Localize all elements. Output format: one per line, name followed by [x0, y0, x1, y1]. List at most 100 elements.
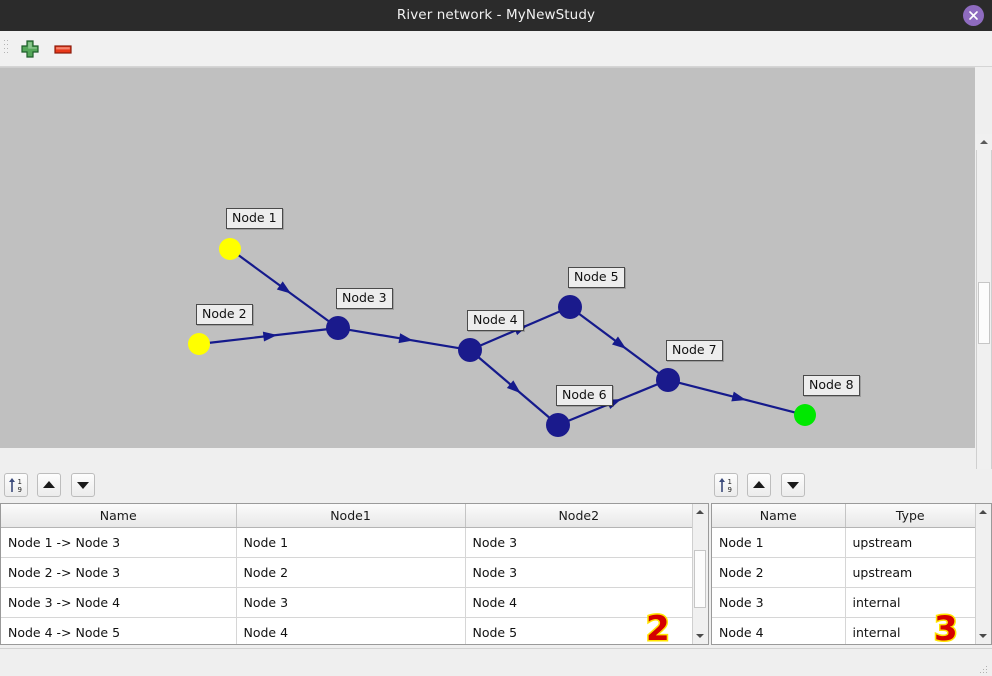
nodes-cell[interactable]: Node 2 [712, 557, 846, 588]
add-node-icon[interactable] [19, 39, 41, 59]
graph-node[interactable] [458, 338, 482, 362]
nodes-scroll-up-icon[interactable] [975, 504, 991, 520]
tables-area: 1 9 1 9 [0, 471, 992, 676]
graph-edge-arrow-icon [612, 336, 627, 349]
reaches-cell[interactable]: Node 2 -> Node 3 [1, 557, 237, 588]
nodes-vertical-scrollbar[interactable] [975, 504, 991, 644]
reaches-column-header[interactable]: Node1 [236, 504, 466, 528]
main-toolbar [0, 31, 992, 67]
nodes-column-header[interactable]: Type [845, 504, 975, 528]
nodes-cell[interactable]: upstream [845, 557, 975, 588]
graph-node-label[interactable]: Node 6 [556, 385, 613, 406]
nodes-cell[interactable]: Node 4 [712, 617, 846, 644]
reaches-cell[interactable]: Node 4 [465, 587, 692, 618]
svg-text:1: 1 [18, 478, 22, 486]
graph-node-label[interactable]: Node 8 [803, 375, 860, 396]
graph-edge-arrow-icon [398, 333, 414, 344]
up-arrow-glyph [43, 481, 55, 488]
graph-scroll-up-icon[interactable] [976, 134, 992, 150]
graph-edge-arrow-icon [506, 380, 521, 394]
nodes-cell[interactable]: upstream [845, 527, 975, 558]
graph-node[interactable] [219, 238, 241, 260]
graph-node-label[interactable]: Node 5 [568, 267, 625, 288]
down-arrow-glyph [77, 482, 89, 489]
sort-ascending-icon[interactable]: 1 9 [4, 473, 28, 497]
reaches-column-header[interactable]: Node2 [465, 504, 692, 528]
move-up-icon[interactable] [747, 473, 771, 497]
graph-node[interactable] [546, 413, 570, 437]
reaches-scroll-down-icon[interactable] [692, 628, 708, 644]
green-plus-glyph [21, 40, 39, 58]
reaches-cell[interactable]: Node 2 [236, 557, 466, 588]
nodes-cell[interactable]: Node 1 [712, 527, 846, 558]
status-strip [0, 648, 992, 676]
window-title: River network - MyNewStudy [396, 7, 596, 23]
graph-node[interactable] [188, 333, 210, 355]
graph-vertical-scroll-thumb[interactable] [978, 282, 990, 344]
network-graph-svg [188, 238, 816, 437]
nodes-column-header[interactable]: Name [712, 504, 846, 528]
reaches-column-header[interactable]: Name [1, 504, 237, 528]
graph-node-label[interactable]: Node 4 [467, 310, 524, 331]
red-bar-glyph [54, 45, 72, 54]
sort-glyph: 1 9 [719, 478, 732, 494]
graph-node-label[interactable]: Node 2 [196, 304, 253, 325]
move-down-icon[interactable] [71, 473, 95, 497]
down-arrow-glyph [787, 482, 799, 489]
graph-node[interactable] [794, 404, 816, 426]
svg-text:1: 1 [728, 478, 732, 486]
move-up-icon[interactable] [37, 473, 61, 497]
nodes-cell[interactable]: internal [845, 587, 975, 618]
svg-text:9: 9 [18, 486, 22, 494]
sort-ascending-icon[interactable]: 1 9 [714, 473, 738, 497]
graph-node-label[interactable]: Node 7 [666, 340, 723, 361]
nodes-scroll-down-icon[interactable] [975, 628, 991, 644]
graph-node-label[interactable]: Node 1 [226, 208, 283, 229]
nodes-cell[interactable]: Node 3 [712, 587, 846, 618]
network-graph-canvas[interactable]: Node 1 Node 2 Node 3 Node 4 Node 5 Node 6 Node… [0, 67, 975, 448]
close-glyph [969, 11, 978, 20]
graph-node[interactable] [326, 316, 350, 340]
graph-node[interactable] [558, 295, 582, 319]
reaches-cell[interactable]: Node 4 -> Node 5 [1, 617, 237, 644]
resize-grip[interactable] [980, 666, 988, 674]
toolbar-drag-handle[interactable] [4, 40, 8, 57]
close-icon[interactable] [963, 5, 984, 26]
reaches-scroll-up-icon[interactable] [692, 504, 708, 520]
graph-edge-arrow-icon [276, 281, 292, 294]
move-down-icon[interactable] [781, 473, 805, 497]
delete-node-icon[interactable] [52, 39, 74, 59]
graph-node-label[interactable]: Node 3 [336, 288, 393, 309]
title-bar: River network - MyNewStudy [0, 0, 992, 32]
nodes-cell[interactable]: internal [845, 617, 975, 644]
reaches-cell[interactable]: Node 5 [465, 617, 692, 644]
reaches-scroll-thumb[interactable] [694, 550, 706, 608]
reaches-cell[interactable]: Node 3 -> Node 4 [1, 587, 237, 618]
reaches-cell[interactable]: Node 1 [236, 527, 466, 558]
graph-edge-arrow-icon [262, 331, 278, 342]
reaches-cell[interactable]: Node 4 [236, 617, 466, 644]
reaches-cell[interactable]: Node 3 [465, 527, 692, 558]
reaches-cell[interactable]: Node 3 [465, 557, 692, 588]
graph-node[interactable] [656, 368, 680, 392]
reaches-cell[interactable]: Node 3 [236, 587, 466, 618]
reaches-cell[interactable]: Node 1 -> Node 3 [1, 527, 237, 558]
